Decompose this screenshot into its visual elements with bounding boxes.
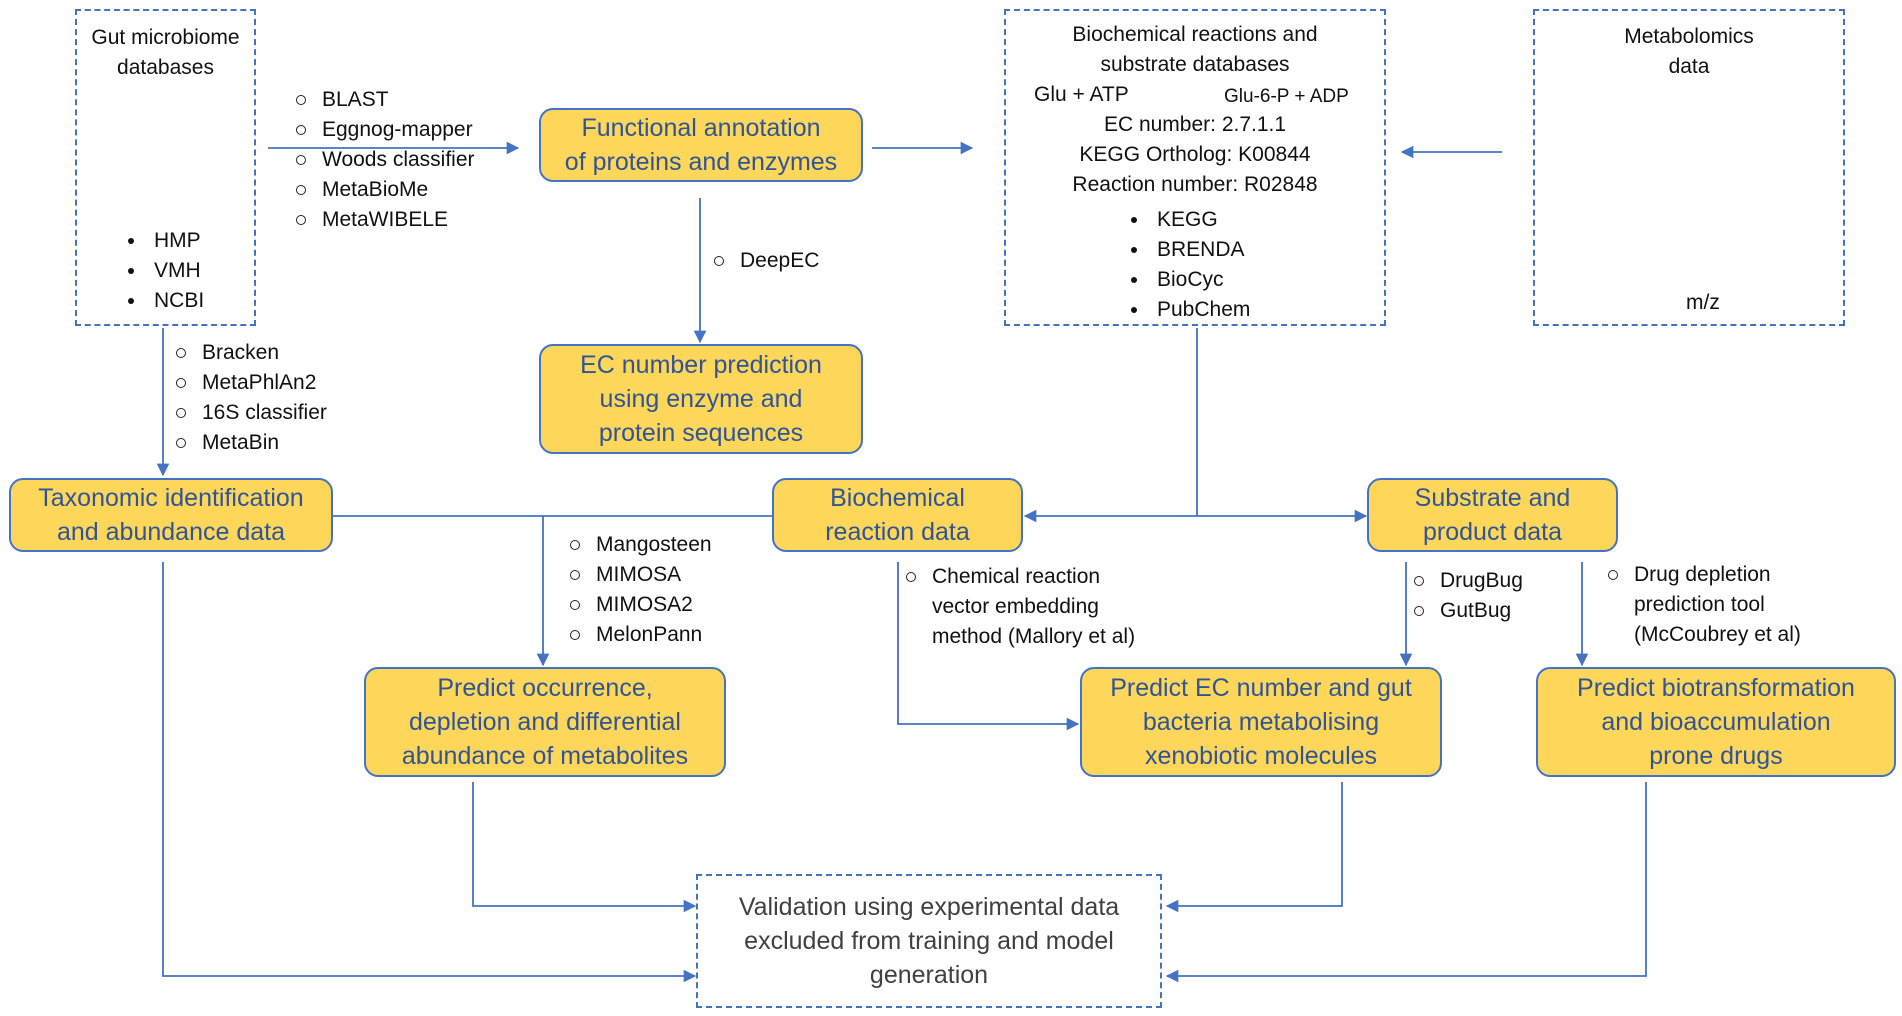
predict-occurrence-line-3: abundance of metabolites xyxy=(401,742,689,770)
predict-ec-line-1: Predict EC number and gut xyxy=(1110,674,1412,702)
validation-line-3: generation xyxy=(869,961,989,989)
ec-prediction-line-1: EC number prediction xyxy=(580,351,822,379)
predict-ec-line-3: xenobiotic molecules xyxy=(1144,742,1378,770)
reaction-number-label: Reaction number: R02848 xyxy=(1072,173,1318,196)
tool-drugbug: DrugBug xyxy=(1410,566,1523,596)
tool-mimosa: MIMOSA xyxy=(566,560,712,590)
chemical-reaction-tool-list: Chemical reaction vector embedding metho… xyxy=(902,562,1135,652)
taxonomic-identification-box: Taxonomic identification and abundance d… xyxy=(9,478,333,552)
tool-eggnog-mapper: Eggnog-mapper xyxy=(292,115,475,145)
gut-db-list: HMP VMH NCBI xyxy=(124,226,204,316)
tool-metawibele: MetaWIBELE xyxy=(292,205,475,235)
tool-woods-classifier: Woods classifier xyxy=(292,145,475,175)
annotation-tools-list: BLAST Eggnog-mapper Woods classifier Met… xyxy=(292,85,475,235)
metabolomics-title-line-2: data xyxy=(1668,55,1710,78)
predict-occurrence-line-1: Predict occurrence, xyxy=(437,674,653,702)
gut-db-item-vmh: VMH xyxy=(124,256,204,286)
predict-biotransformation-box: Predict biotransformation and bioaccumul… xyxy=(1536,667,1896,777)
tool-mangosteen: Mangosteen xyxy=(566,530,712,560)
metabolomics-title: Metabolomics data xyxy=(1533,22,1845,82)
metabolomics-title-line-1: Metabolomics xyxy=(1624,25,1754,48)
ec-number-prediction-box: EC number prediction using enzyme and pr… xyxy=(539,344,863,454)
substrate-product-data-box: Substrate and product data xyxy=(1367,478,1618,552)
mz-axis-label: m/z xyxy=(1686,291,1720,314)
biochem-db-title: Biochemical reactions and substrate data… xyxy=(1004,20,1386,80)
gut-db-item-ncbi: NCBI xyxy=(124,286,204,316)
tool-gutbug: GutBug xyxy=(1410,596,1523,626)
kegg-ortholog-label: KEGG Ortholog: K00844 xyxy=(1079,143,1311,166)
biochem-db-list: KEGG BRENDA BioCyc PubChem xyxy=(1127,205,1250,325)
gut-microbiome-databases-box: Gut microbiome databases xyxy=(75,9,256,326)
metabolomics-data-box xyxy=(1533,9,1845,326)
biochemical-reaction-data-box: Biochemical reaction data xyxy=(772,478,1023,552)
deepec-tool-list: DeepEC xyxy=(710,246,819,276)
predict-bio-line-1: Predict biotransformation xyxy=(1577,674,1855,702)
arrow-taxonomic-to-validation xyxy=(162,562,697,983)
biochem-db-title-line-1: Biochemical reactions and xyxy=(1072,23,1318,46)
tool-metaphlan2: MetaPhlAn2 xyxy=(172,368,327,398)
biochemical-reaction-line-1: Biochemical xyxy=(830,484,965,512)
arrow-predict-ec-to-validation xyxy=(1165,782,1343,913)
taxonomic-line-2: and abundance data xyxy=(57,518,285,546)
gut-db-title-line-1: Gut microbiome xyxy=(91,26,240,49)
predict-bio-line-3: prone drugs xyxy=(1649,742,1783,770)
tool-drug-depletion-line-1: Drug depletion xyxy=(1604,560,1801,590)
predict-occurrence-box: Predict occurrence, depletion and differ… xyxy=(364,667,726,777)
tool-melonpann: MelonPann xyxy=(566,620,712,650)
tool-chemical-reaction-line-1: Chemical reaction xyxy=(902,562,1135,592)
tool-chemical-reaction-line-2: vector embedding xyxy=(932,595,1099,618)
drug-depletion-tool-list: Drug depletion prediction tool (McCoubre… xyxy=(1604,560,1801,650)
functional-annotation-line-1: Functional annotation xyxy=(581,114,821,142)
predict-occurrence-line-2: depletion and differential xyxy=(409,708,681,736)
tool-deepec: DeepEC xyxy=(710,246,819,276)
biochemical-databases-box xyxy=(1004,9,1386,326)
tool-mimosa2: MIMOSA2 xyxy=(566,590,712,620)
taxonomy-tools-list: Bracken MetaPhlAn2 16S classifier MetaBi… xyxy=(172,338,327,458)
arrow-predict-bio-to-validation xyxy=(1165,782,1647,983)
biochem-db-item-pubchem: PubChem xyxy=(1127,295,1250,325)
tool-blast: BLAST xyxy=(292,85,475,115)
functional-annotation-box: Functional annotation of proteins and en… xyxy=(539,108,863,182)
biochem-db-item-brenda: BRENDA xyxy=(1127,235,1250,265)
functional-annotation-line-2: of proteins and enzymes xyxy=(564,148,838,176)
metabolite-tools-list: Mangosteen MIMOSA MIMOSA2 MelonPann xyxy=(566,530,712,650)
biochem-db-item-kegg: KEGG xyxy=(1127,205,1250,235)
tool-chemical-reaction-line-3: method (Mallory et al) xyxy=(932,625,1136,648)
tool-drug-depletion-line-3: (McCoubrey et al) xyxy=(1634,623,1801,646)
taxonomic-line-1: Taxonomic identification xyxy=(38,484,304,512)
validation-line-1: Validation using experimental data xyxy=(738,893,1120,921)
biochem-db-title-line-2: substrate databases xyxy=(1100,53,1290,76)
ec-prediction-line-2: using enzyme and xyxy=(599,385,803,413)
tool-16s-classifier: 16S classifier xyxy=(172,398,327,428)
validation-line-2: excluded from training and model xyxy=(744,927,1114,955)
tool-bracken: Bracken xyxy=(172,338,327,368)
arrow-reaction-to-predict-ec xyxy=(897,562,1080,731)
tool-metabin: MetaBin xyxy=(172,428,327,458)
biochemical-reaction-line-2: reaction data xyxy=(825,518,970,546)
ec-prediction-line-3: protein sequences xyxy=(598,419,804,447)
arrow-occurrence-to-validation xyxy=(472,782,697,913)
ec-number-label: EC number: 2.7.1.1 xyxy=(1103,113,1287,136)
drugbug-tools-list: DrugBug GutBug xyxy=(1410,566,1523,626)
gut-db-title-line-2: databases xyxy=(117,56,214,79)
tool-drug-depletion-line-2: prediction tool xyxy=(1634,593,1765,616)
reaction-left: Glu + ATP xyxy=(1034,83,1129,106)
biochem-db-item-biocyc: BioCyc xyxy=(1127,265,1250,295)
predict-bio-line-2: and bioaccumulation xyxy=(1601,708,1831,736)
predict-ec-line-2: bacteria metabolising xyxy=(1142,708,1380,736)
tool-metabiome: MetaBioMe xyxy=(292,175,475,205)
substrate-product-line-2: product data xyxy=(1423,518,1562,546)
predict-ec-number-box: Predict EC number and gut bacteria metab… xyxy=(1080,667,1442,777)
gut-db-item-hmp: HMP xyxy=(124,226,204,256)
substrate-product-line-1: Substrate and xyxy=(1414,484,1571,512)
validation-box: Validation using experimental data exclu… xyxy=(696,874,1162,1008)
reaction-right: Glu-6-P + ADP xyxy=(1224,86,1349,107)
